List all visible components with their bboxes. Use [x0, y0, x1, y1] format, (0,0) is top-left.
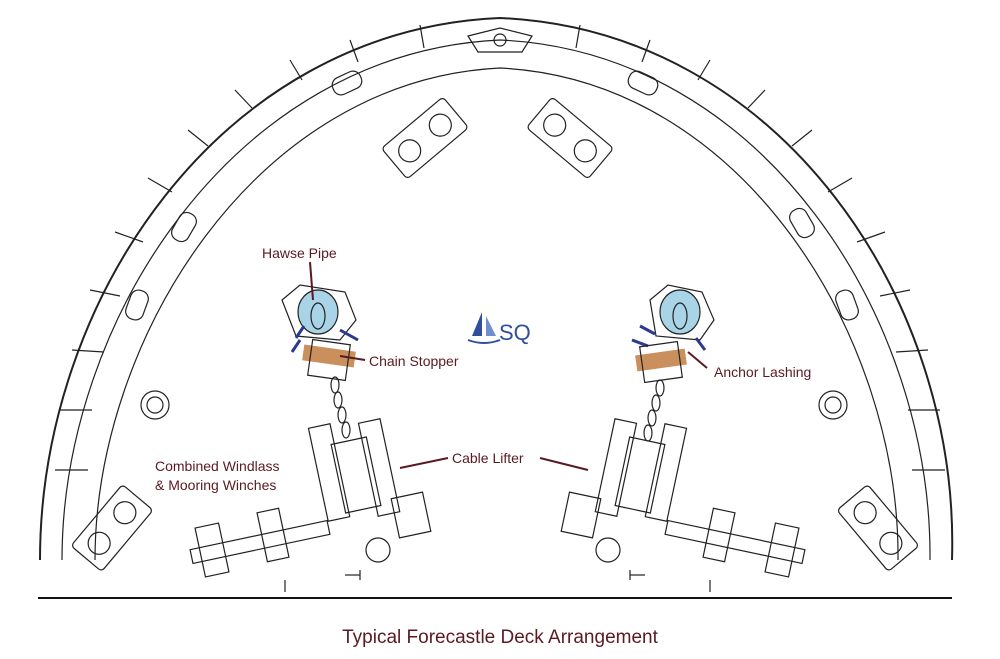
logo-text: SQ: [499, 320, 531, 345]
port-chain-stopper: [302, 344, 356, 368]
bollards: [72, 98, 918, 571]
port-anchor-gear: [189, 284, 432, 592]
label-windlass-line1: Combined Windlass: [155, 458, 280, 474]
port-hawse-pipe: [297, 289, 339, 335]
bow-chock: [467, 27, 533, 53]
diagram-title: Typical Forecastle Deck Arrangement: [342, 627, 658, 648]
hull-bulwark: [39, 16, 954, 561]
leader-lines: [309, 261, 708, 471]
starboard-anchor-gear: [560, 284, 806, 592]
label-anchor-lashing: Anchor Lashing: [714, 364, 811, 380]
starboard-hawse-pipe: [659, 289, 701, 335]
sailboat-logo-icon: [467, 312, 501, 344]
label-hawse-pipe: Hawse Pipe: [262, 245, 337, 261]
label-chain-stopper: Chain Stopper: [369, 353, 459, 369]
label-windlass-line2: & Mooring Winches: [155, 477, 276, 493]
label-cable-lifter: Cable Lifter: [452, 450, 524, 466]
starboard-chain-stopper: [635, 348, 687, 372]
side-chocks: [125, 70, 859, 321]
air-vents: [140, 390, 848, 420]
sq-logo: SQ: [467, 312, 531, 345]
